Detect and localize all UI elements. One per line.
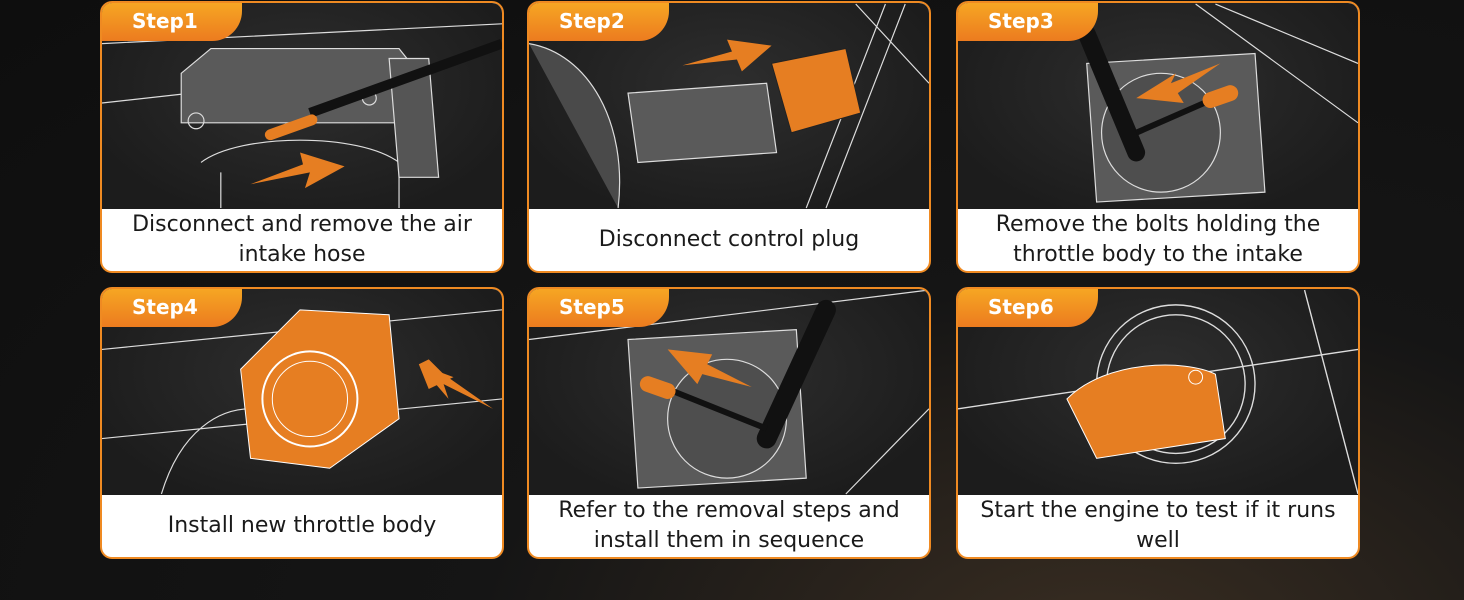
step-6-illustration: [958, 289, 1358, 495]
step-1-illustration: [102, 3, 502, 209]
step-4-badge: Step4: [102, 289, 242, 327]
step-6-caption: Start the engine to test if it runs well: [980, 498, 1336, 553]
step-card-3: Step3 Remove the bolts holding the throt…: [956, 1, 1360, 273]
step-2-caption: Disconnect control plug: [598, 227, 860, 252]
step-card-5: Step5 Refer to the removal steps and ins…: [527, 287, 931, 559]
step-1-caption: Disconnect and remove the air intake hos…: [132, 212, 472, 267]
step-5-caption: Refer to the removal steps and install t…: [558, 498, 900, 553]
step-card-6: Step6 Start the engine to test if it run…: [956, 287, 1360, 559]
step-5-badge: Step5: [529, 289, 669, 327]
step-card-1: Step1 Disconnect and remove the air inta…: [100, 1, 504, 273]
step-3-badge: Step3: [958, 3, 1098, 41]
step-card-2: Step2 Disconnect control plug: [527, 1, 931, 273]
step-4-caption: Install new throttle body: [167, 513, 437, 538]
step-3-caption: Remove the bolts holding the throttle bo…: [995, 212, 1321, 267]
step-1-badge: Step1: [102, 3, 242, 41]
step-6-badge: Step6: [958, 289, 1098, 327]
step-3-illustration: [958, 3, 1358, 209]
step-2-badge: Step2: [529, 3, 669, 41]
step-card-4: Step4 Install new throttle body: [100, 287, 504, 559]
